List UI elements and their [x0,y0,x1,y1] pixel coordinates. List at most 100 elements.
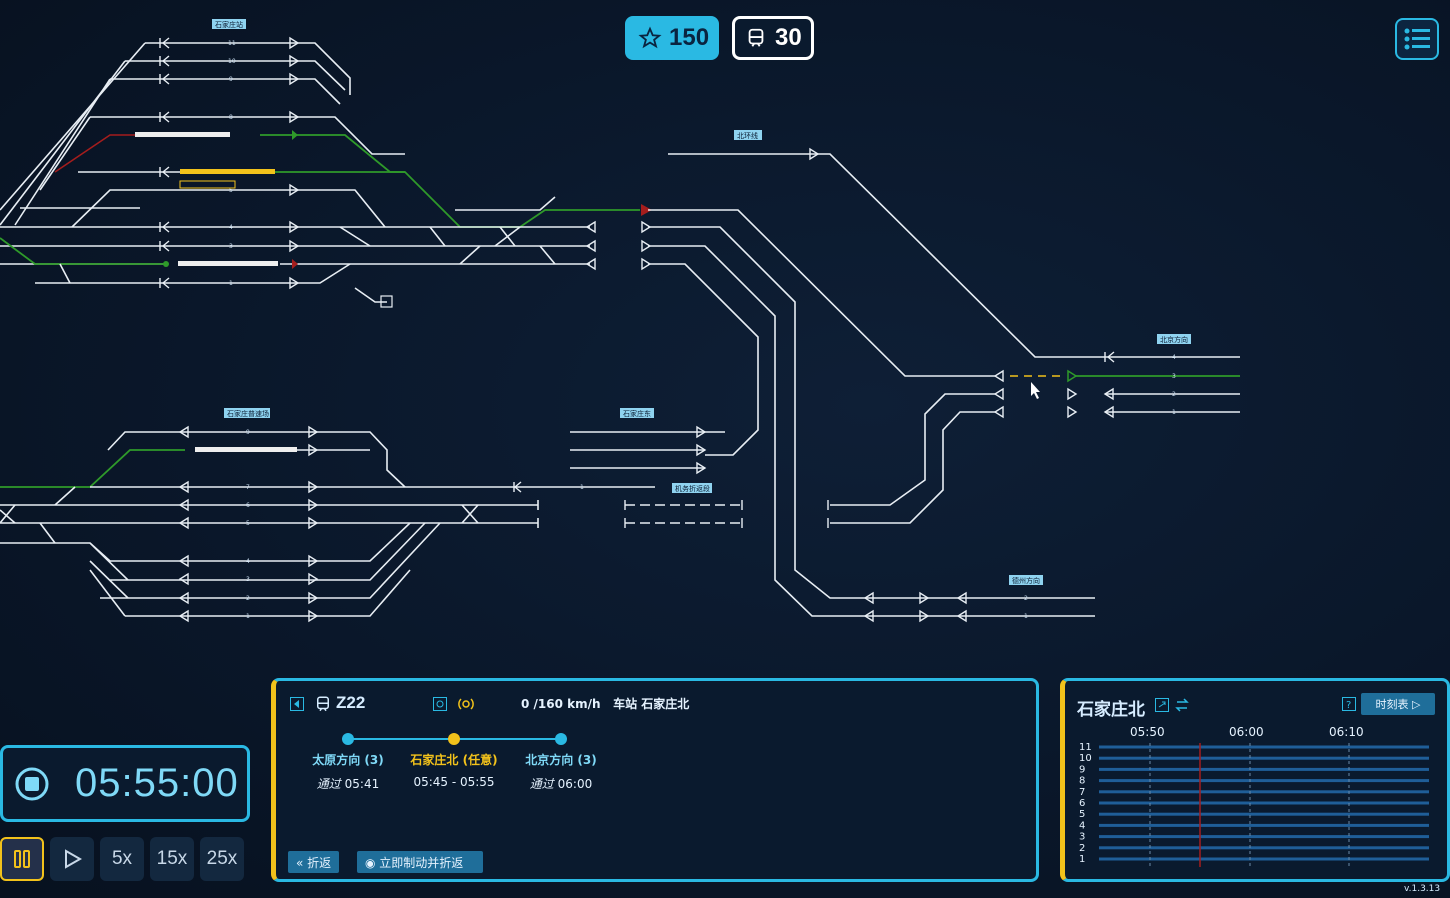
depot-icon [380,295,393,308]
stars-counter: 150 [625,16,719,60]
svg-text:1: 1 [1172,409,1176,416]
svg-text:2: 2 [1172,391,1176,398]
trains-value: 30 [775,24,802,51]
beijing-dir-label: 北京方向 [1160,335,1188,344]
track-row [1099,801,1429,805]
brake-reverse-button[interactable]: ◉ 立即制动并折返 [357,851,483,873]
track-label: 10 [1079,753,1092,764]
link-icon[interactable] [1155,698,1169,712]
stars-value: 150 [669,24,710,51]
svg-text:2: 2 [246,595,250,602]
track-label: 3 [1079,832,1085,843]
svg-text:1: 1 [229,280,233,287]
track-label: 7 [1079,787,1085,798]
stop-3-name: 北京方向 (3) [525,753,597,767]
time-label-3: 06:10 [1329,725,1364,739]
svg-text:9: 9 [229,76,233,83]
svg-text:?: ? [1346,700,1351,711]
track-label: 4 [1079,820,1085,831]
svg-text:3: 3 [229,243,233,250]
menu-button[interactable] [1395,18,1439,60]
train-info-panel: Z22 0 /160 km/h 车站 石家庄北 太原方向 (3) 石家庄北 (任… [271,678,1039,882]
time-label-2: 06:00 [1229,725,1264,739]
pause-button[interactable] [0,837,44,881]
svg-text:1: 1 [580,484,584,491]
train-icon [748,28,764,47]
reverse-button[interactable]: « 折返 [288,851,340,873]
track-row [1099,779,1429,783]
track-label: 2 [1079,843,1085,854]
stop-icon[interactable] [13,765,51,803]
svg-text:8: 8 [229,114,233,121]
train-white-1 [135,132,230,137]
version-label: v.1.3.13 [1404,884,1441,894]
time-label-1: 05:50 [1130,725,1165,739]
beijing-section: 北京方向 4 3 2 1 [827,334,1240,528]
svg-text:4: 4 [246,558,250,565]
timetable-button[interactable]: 时刻表 ▷ [1361,693,1435,715]
sjz-depot-label: 石家庄普速场 [227,409,269,418]
train-white-2 [178,261,278,266]
sjz-east-section: 石家庄东 机务折返段 [570,408,743,528]
speed-5x-button[interactable]: 5x [100,837,144,881]
back-icon[interactable] [290,697,304,711]
track-row [1099,857,1429,861]
svg-text:3: 3 [1172,373,1176,380]
stop-1-name: 太原方向 (3) [312,753,384,767]
main-lines: 北环线 [585,130,1105,617]
svg-text:2: 2 [1024,595,1028,602]
trains-counter: 30 [732,16,814,60]
swap-icon[interactable] [1175,698,1189,712]
svg-text:4: 4 [1172,354,1176,361]
svg-text:7: 7 [246,484,250,491]
north-ring-label: 北环线 [737,131,758,140]
speed-controls: 5x 15x 25x [0,837,244,881]
main-yard: 石家庄站 [0,19,590,308]
track-label: 1 [1079,854,1085,865]
speed-15x-button[interactable]: 15x [150,837,194,881]
signal-icon[interactable] [457,696,475,712]
stop-1-time: 通过 05:41 [316,777,380,791]
current-station: 车站 石家庄北 [613,697,690,711]
svg-text:5: 5 [246,520,250,527]
route-progress [342,733,567,745]
track-row [1099,812,1429,816]
track-label: 8 [1079,776,1085,787]
track-row [1099,823,1429,827]
help-icon[interactable]: ? [1342,697,1356,711]
list-icon [1404,28,1430,50]
depot-yard: 石家庄普速场 976 543 211 [0,408,655,623]
track-row [1099,745,1429,749]
dezhou-dir-label: 德州方向 [1012,576,1040,585]
svg-text:3: 3 [246,576,250,583]
play-icon [65,849,83,869]
svg-text:4: 4 [229,224,233,231]
clock-time: 05:55:00 [75,761,239,805]
track-label: 5 [1079,809,1085,820]
pause-icon [14,850,30,868]
game-clock: 05:55:00 [0,745,250,822]
svg-text:5: 5 [229,187,233,194]
locate-icon[interactable] [433,697,447,711]
train-white-3 [195,447,297,452]
track-label: 9 [1079,764,1085,775]
train-yellow [180,169,275,174]
track-label: 6 [1079,798,1085,809]
speed-25x-button[interactable]: 25x [200,837,244,881]
train-icon [317,696,329,712]
stop-2-time: 05:45 - 05:55 [413,775,495,789]
train-speed: 0 /160 km/h 车站 石家庄北 [521,697,690,711]
stop-3-time: 通过 06:00 [529,777,593,791]
play-button[interactable] [50,837,94,881]
track-label: 11 [1079,742,1092,753]
track-row [1099,790,1429,794]
svg-text:11: 11 [228,40,236,47]
star-icon [638,26,662,49]
svg-text:1: 1 [246,613,250,620]
yard-main-label: 石家庄站 [215,20,243,29]
track-row [1099,767,1429,771]
track-row [1099,846,1429,850]
